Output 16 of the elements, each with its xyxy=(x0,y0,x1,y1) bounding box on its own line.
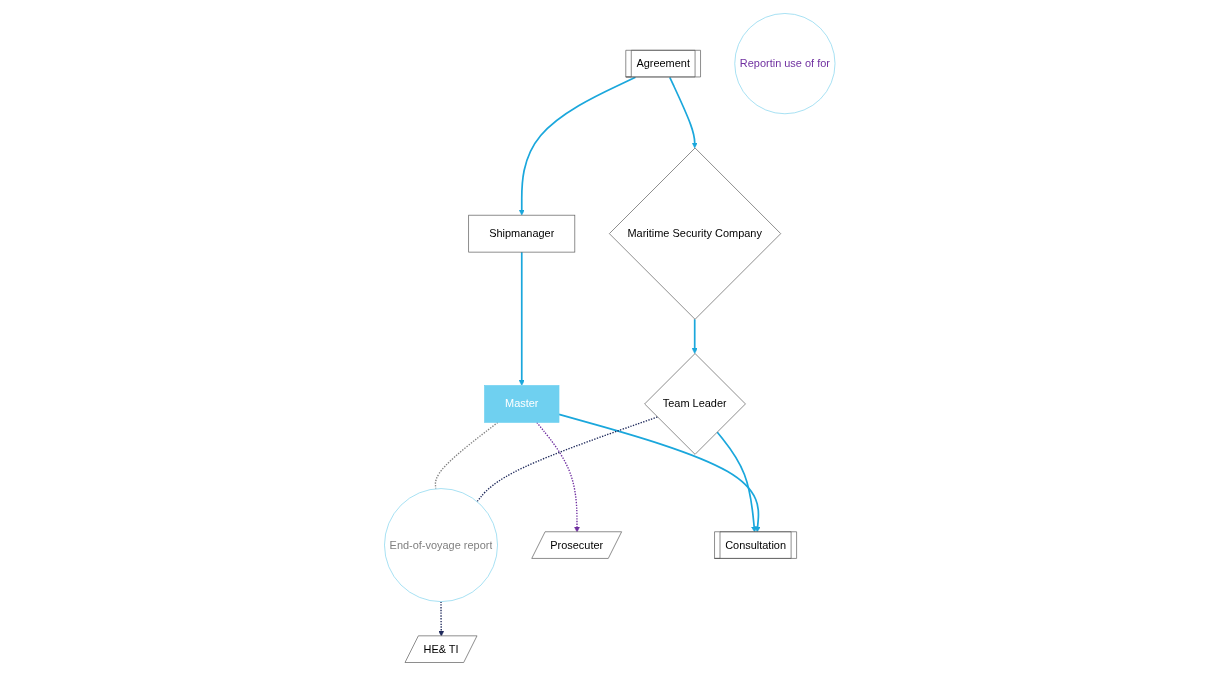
arrow xyxy=(536,421,581,532)
node-diamond: Team Leader xyxy=(644,352,747,455)
arrow xyxy=(558,413,761,532)
node-diamond: Maritime Security Company xyxy=(609,147,782,320)
node-circle: Reportin use of for xyxy=(734,12,836,114)
arrow xyxy=(716,430,758,532)
arrow xyxy=(691,317,698,354)
node-box: Shipmanager xyxy=(468,214,576,252)
connector xyxy=(476,415,659,502)
node-circle: End-of-voyage report xyxy=(384,487,499,602)
connector xyxy=(434,421,499,489)
arrow xyxy=(438,600,445,636)
arrow xyxy=(519,75,637,215)
node-box: Master xyxy=(484,384,560,423)
arrow xyxy=(669,75,698,148)
arrow xyxy=(519,250,525,386)
